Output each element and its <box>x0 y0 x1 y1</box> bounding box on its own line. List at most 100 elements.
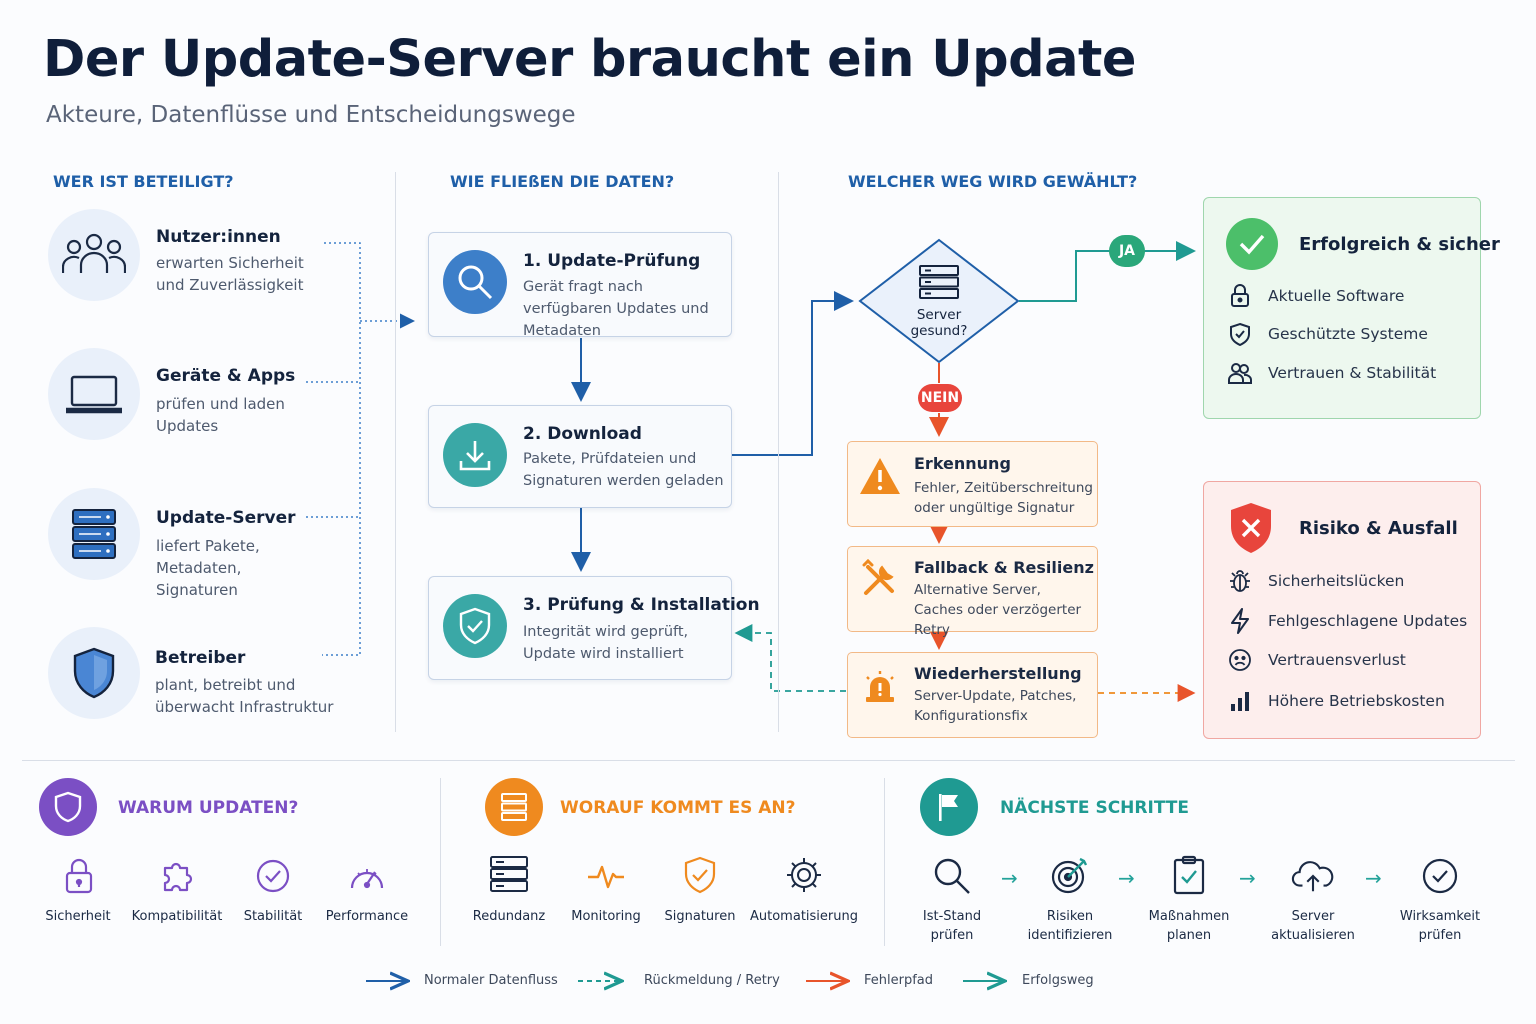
decision-question-text: Server gesund? <box>910 307 968 339</box>
shield-x-icon <box>1228 501 1274 559</box>
flow-step-title: 1. Update-Prüfung <box>523 251 701 271</box>
shield-check-icon <box>678 853 722 897</box>
why-item-label: Kompatibilität <box>131 909 223 924</box>
section-divider <box>22 760 1515 761</box>
page-subtitle: Akteure, Datenflüsse und Entscheidungswe… <box>46 102 576 128</box>
what-item-label: Monitoring <box>571 909 641 924</box>
section-divider <box>440 778 441 946</box>
actor-operator: Betreiber plant, betreibt und überwacht … <box>48 627 368 727</box>
column-divider <box>778 172 779 732</box>
success-item-label: Vertrauen & Stabilität <box>1268 364 1437 382</box>
bar-chart-icon <box>1226 687 1254 715</box>
actor-desc: prüfen und laden Updates <box>156 395 285 435</box>
error-step-title: Wiederherstellung <box>914 664 1082 683</box>
what-title: WORAUF KOMMT ES AN? <box>560 798 796 818</box>
bug-icon <box>1226 567 1254 595</box>
lightning-icon <box>1226 607 1254 635</box>
error-step-title: Fallback & Resilienz <box>914 558 1094 577</box>
actor-users: Nutzer:innen erwarten Sicherheit und Zuv… <box>48 209 368 309</box>
decision-heading: WELCHER WEG WIRD GEWÄHLT? <box>848 172 1138 191</box>
users-icon <box>48 209 140 301</box>
check-circle-icon <box>1226 218 1278 270</box>
shield-check-icon <box>1226 320 1254 348</box>
risk-item: Vertrauensverlust <box>1226 646 1406 674</box>
flow-step-title: 3. Prüfung & Installation <box>523 595 760 615</box>
download-icon <box>443 423 507 487</box>
error-step-recovery: Wiederherstellung Server-Update, Patches… <box>847 652 1098 738</box>
error-step-title: Erkennung <box>914 454 1011 473</box>
risk-item-label: Höhere Betriebskosten <box>1268 692 1445 710</box>
legend-label: Erfolgsweg <box>1022 973 1094 988</box>
sad-face-icon <box>1226 646 1254 674</box>
actors-heading: WER IST BETEILIGT? <box>53 172 234 191</box>
what-item-label: Automatisierung <box>750 909 858 924</box>
no-badge: NEIN <box>918 384 962 412</box>
column-divider <box>395 172 396 732</box>
step-arrow: → <box>1001 866 1018 890</box>
gauge-icon <box>345 854 389 898</box>
why-item-label: Performance <box>325 909 409 924</box>
actor-desc: plant, betreibt und überwacht Infrastruk… <box>155 676 334 716</box>
success-path <box>1019 250 1110 302</box>
step-arrow: → <box>1118 866 1135 890</box>
flow-step-desc: Gerät fragt nach verfügbaren Updates und… <box>523 279 709 339</box>
alarm-icon <box>858 665 902 709</box>
actor-update-server: Update-Server liefert Pakete, Metadaten,… <box>48 488 368 599</box>
section-divider <box>884 778 885 946</box>
what-item-label: Redundanz <box>472 909 546 924</box>
clipboard-icon <box>1167 853 1211 897</box>
success-item: Aktuelle Software <box>1226 282 1404 310</box>
actor-desc: erwarten Sicherheit und Zuverlässigkeit <box>156 254 304 294</box>
why-item-label: Stabilität <box>243 909 303 924</box>
step-arrow: → <box>1365 866 1382 890</box>
risk-item-label: Vertrauensverlust <box>1268 651 1406 669</box>
flow-step-title: 2. Download <box>523 424 642 444</box>
server-stack-icon <box>487 852 531 896</box>
risk-item: Höhere Betriebskosten <box>1226 687 1445 715</box>
legend-label: Rückmeldung / Retry <box>644 973 780 988</box>
actor-name: Update-Server <box>156 508 296 528</box>
success-item-label: Geschützte Systeme <box>1268 325 1428 343</box>
actor-name: Geräte & Apps <box>156 366 296 386</box>
risk-item-label: Fehlgeschlagene Updates <box>1268 612 1468 630</box>
flow-step-install: 3. Prüfung & Installation Integrität wir… <box>428 576 760 680</box>
actor-name: Nutzer:innen <box>156 227 281 247</box>
flow-step-update-check: 1. Update-Prüfung Gerät fragt nach verfü… <box>428 232 732 339</box>
flow-step-desc: Integrität wird geprüft, Update wird ins… <box>523 624 689 662</box>
actor-desc: liefert Pakete, Metadaten, Signaturen <box>156 537 260 599</box>
cloud-upload-icon <box>1291 853 1335 897</box>
shield-icon <box>39 778 97 836</box>
gear-icon <box>782 853 826 897</box>
success-title: Erfolgreich & sicher <box>1299 234 1500 255</box>
check-circle-icon <box>251 854 295 898</box>
flow-heading: WIE FLIEßEN DIE DATEN? <box>450 172 675 191</box>
risk-title: Risiko & Ausfall <box>1299 518 1458 539</box>
step-arrow: → <box>1239 866 1256 890</box>
page-title: Der Update-Server braucht ein Update <box>43 30 1137 89</box>
decision-diamond: Server gesund? <box>858 238 1020 364</box>
actor-devices: Geräte & Apps prüfen und laden Updates <box>48 348 368 448</box>
flow-arrow-to-decision <box>731 291 854 456</box>
error-step-fallback: Fallback & Resilienz Alternative Server,… <box>847 546 1098 638</box>
legend-label: Fehlerpfad <box>864 973 934 988</box>
success-item-label: Aktuelle Software <box>1268 287 1405 305</box>
decision-question: Server gesund? <box>858 307 1020 339</box>
legend-lines <box>366 970 1080 994</box>
server-icon <box>918 264 960 304</box>
legend-label: Normaler Datenfluss <box>424 973 558 988</box>
error-step-detection: Erkennung Fehler, Zeitüberschreitung ode… <box>847 441 1098 527</box>
error-step-desc: Server-Update, Patches, Konfigurationsfi… <box>914 688 1077 724</box>
risk-item: Sicherheitslücken <box>1226 567 1404 595</box>
people-icon <box>1226 359 1254 387</box>
risk-panel: Risiko & Ausfall Sicherheitslücken Fehlg… <box>1203 481 1481 739</box>
shield-icon <box>48 627 140 719</box>
laptop-icon <box>48 348 140 440</box>
actor-name: Betreiber <box>155 648 246 668</box>
lock-icon <box>1226 282 1254 310</box>
shield-check-icon <box>443 594 507 658</box>
